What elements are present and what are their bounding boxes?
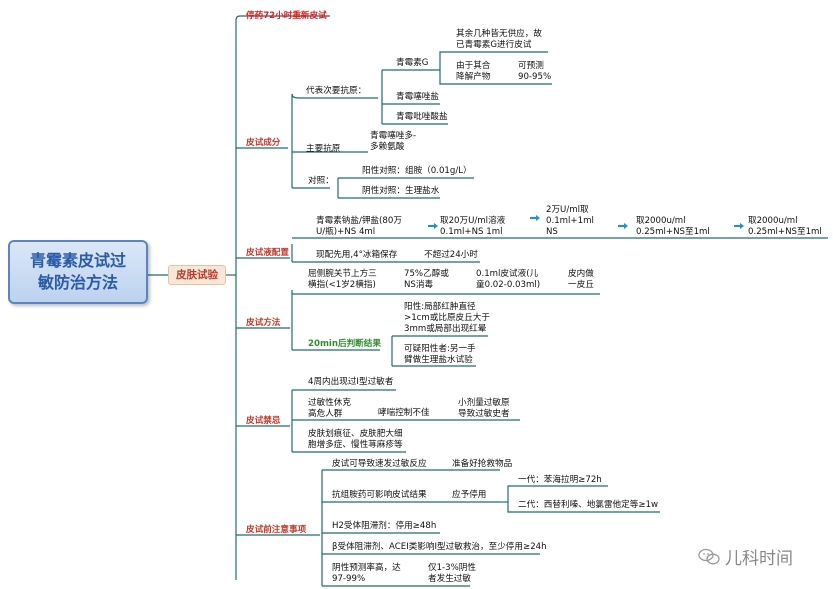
penicillin-g-degrade: 由于其合 降解产物 bbox=[456, 61, 491, 82]
level1-skin-test: 皮肤试验 bbox=[168, 265, 226, 285]
top-note: 停药72小时重新皮试 bbox=[246, 11, 327, 21]
arrow-right-icon bbox=[734, 223, 744, 229]
note-4: β受体阻滞剂、ACEI类影响I型过敏救治，至少停用≥24h bbox=[332, 542, 547, 552]
contra-2: 过敏性休克 高危人群 bbox=[308, 398, 351, 419]
watermark-text: 儿科时间 bbox=[725, 549, 793, 569]
contra-4: 小剂量过敏原 导致过敏史者 bbox=[458, 398, 510, 419]
contra-5: 皮肤划痕征、皮肤肥大细 胞增多症、慢性荨麻疹等 bbox=[308, 429, 403, 450]
contra-1: 4周内出现过I型过敏者 bbox=[308, 377, 394, 387]
note-3: H2受体阻滞剂：停用≥48h bbox=[332, 521, 437, 531]
prep-step-1: 青霉素钠盐/钾盐(80万 U/瓶)+NS 4ml bbox=[316, 216, 402, 237]
major-antigen-label: 代表次要抗原： bbox=[306, 86, 367, 96]
positive-control: 阳性对照：组胺（0.01g/L） bbox=[362, 166, 472, 176]
method-alcohol: 75%乙醇或 NS消毒 bbox=[404, 269, 449, 290]
arrow-right-icon bbox=[530, 215, 540, 221]
major-item-2: 青霉噻唑盐 bbox=[396, 92, 439, 102]
prep-step-4: 取2000u/ml 0.25ml+NS至1ml bbox=[636, 216, 710, 237]
prep-step-3: 2万U/ml取 0.1ml+1ml NS bbox=[546, 205, 594, 237]
category-prep: 皮试液配置 bbox=[246, 248, 289, 258]
note-1b: 准备好抢救物品 bbox=[452, 459, 513, 469]
penicillin-g: 青霉素G bbox=[396, 58, 429, 68]
prep-step-5: 取2000u/ml 0.25ml+NS至1ml bbox=[748, 216, 822, 237]
arrow-right-icon bbox=[428, 223, 438, 229]
central-topic: 青霉素皮试过 敏防治方法 bbox=[8, 240, 148, 304]
note-gen1: 一代：苯海拉明≥72h bbox=[518, 475, 602, 485]
watermark: 儿科时间 bbox=[698, 544, 793, 569]
category-method: 皮试方法 bbox=[246, 318, 281, 328]
penicillin-g-predict: 可预测 90-95% bbox=[518, 61, 552, 82]
note-gen2: 二代：西替利嗪、地氯雷他定等≥1w bbox=[518, 500, 659, 510]
contra-3: 哮喘控制不佳 bbox=[378, 408, 430, 418]
control-label: 对照： bbox=[308, 176, 334, 186]
arrow-right-icon bbox=[618, 223, 628, 229]
wechat-icon bbox=[698, 548, 720, 564]
negative-control: 阴性对照：生理盐水 bbox=[362, 186, 440, 196]
prep-step-2: 取20万U/ml溶液 0.1ml+NS 1ml bbox=[440, 216, 506, 237]
method-site: 屈侧腕关节上方三 横指(<1岁2横指) bbox=[308, 269, 377, 290]
method-judge: 20min后判断结果 bbox=[308, 339, 381, 349]
category-contra: 皮试禁忌 bbox=[246, 416, 281, 426]
prep-fresh: 现配先用,4°冰箱保存 bbox=[316, 250, 398, 260]
main-antigen-label: 主要抗原 bbox=[306, 144, 341, 154]
note-2b: 应予停用 bbox=[452, 490, 487, 500]
method-dose: 0.1ml皮试液(儿 童0.02-0.03ml) bbox=[476, 269, 541, 290]
category-components: 皮试成分 bbox=[246, 138, 281, 148]
method-positive: 阳性:局部红肿直径 >1cm或比原皮丘大于 3mm或局部出现红晕 bbox=[404, 302, 490, 334]
note-1: 皮试可导致速发过敏反应 bbox=[332, 459, 427, 469]
note-2: 抗组胺药可影响皮试结果 bbox=[332, 490, 427, 500]
note-5b: 仅1-3%阴性 者发生过敏 bbox=[428, 563, 476, 584]
major-item-3: 青霉吡唑酸盐 bbox=[396, 112, 448, 122]
main-antigen-value: 青霉噻唑多- 多赖氨酸 bbox=[370, 131, 417, 152]
method-bleb: 皮内做 一皮丘 bbox=[568, 269, 594, 290]
note-5: 阴性预测率高，达 97-99% bbox=[332, 563, 401, 584]
method-suspect: 可疑阳性者:另一手 臂做生理盐水试验 bbox=[404, 344, 476, 365]
penicillin-g-note: 其余几种皆无供应，故 已青霉素G进行皮试 bbox=[456, 29, 542, 50]
category-notes: 皮试前注意事项 bbox=[246, 525, 307, 535]
prep-limit: 不超过24小时 bbox=[424, 250, 478, 260]
